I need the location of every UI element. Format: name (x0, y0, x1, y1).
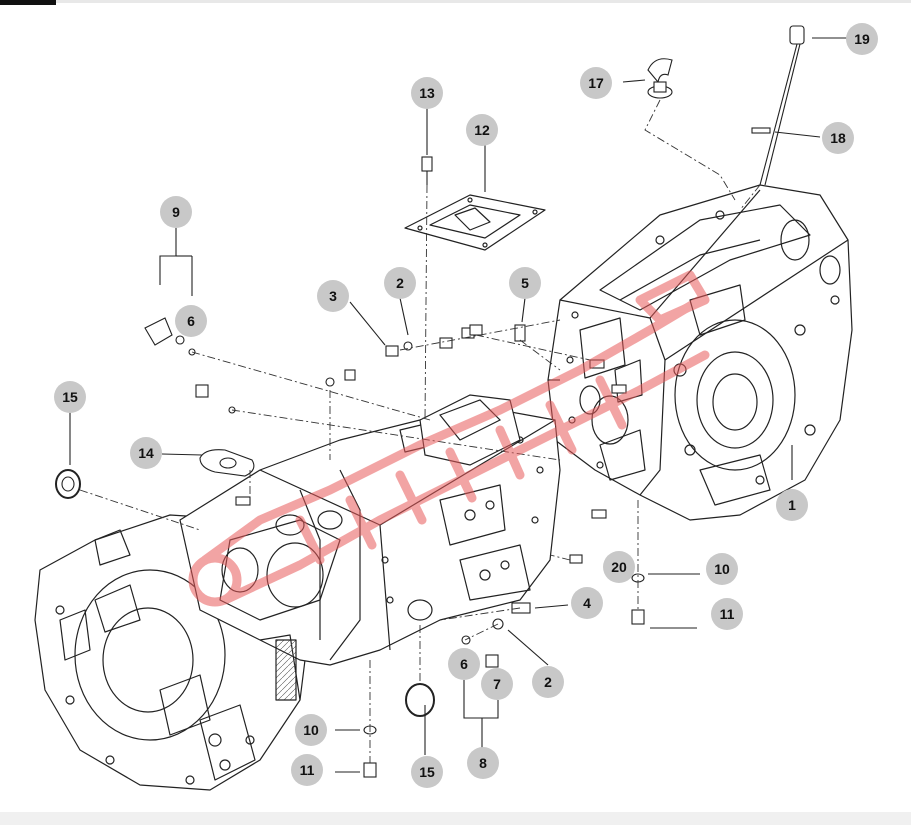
callout-c17: 17 (580, 67, 612, 99)
callout-circle (776, 489, 808, 521)
callout-label: 9 (172, 204, 180, 220)
callout-c9: 9 (160, 196, 192, 228)
callout-circle (571, 587, 603, 619)
callout-c7: 7 (481, 668, 513, 700)
callout-circle (291, 754, 323, 786)
watermark-stamp (188, 270, 710, 607)
rear-transmission-case (547, 184, 853, 521)
callout-label: 2 (396, 275, 404, 291)
callout-label: 2 (544, 674, 552, 690)
callout-c6a: 6 (175, 305, 207, 337)
callout-label: 11 (720, 606, 735, 622)
callout-circle (411, 77, 443, 109)
callout-circle (160, 196, 192, 228)
callout-label: 3 (329, 288, 337, 304)
callout-c2b: 2 (532, 666, 564, 698)
callout-circle (130, 437, 162, 469)
callout-c13: 13 (411, 77, 443, 109)
callout-circle (54, 381, 86, 413)
callout-label: 10 (714, 561, 730, 577)
callout-circle (467, 747, 499, 779)
callout-c14: 14 (130, 437, 162, 469)
callout-c19: 19 (846, 23, 878, 55)
callout-c18: 18 (822, 122, 854, 154)
callout-label: 14 (138, 445, 154, 461)
callout-circle (317, 280, 349, 312)
callout-label: 6 (187, 313, 195, 329)
callout-c11a: 11 (291, 754, 323, 786)
callout-c12: 12 (466, 114, 498, 146)
callout-label: 5 (521, 275, 529, 291)
callout-c15b: 15 (411, 756, 443, 788)
callout-circle (384, 267, 416, 299)
callout-circle (711, 598, 743, 630)
callout-circle (295, 714, 327, 746)
callout-circle (448, 648, 480, 680)
callout-c20: 20 (603, 551, 635, 583)
callout-c15a: 15 (54, 381, 86, 413)
callout-label: 13 (419, 85, 435, 101)
callout-label: 1 (788, 497, 796, 513)
callout-circle (580, 67, 612, 99)
callout-circle (846, 23, 878, 55)
top-left-mark (0, 0, 56, 5)
callout-circle (411, 756, 443, 788)
cover-plate (404, 194, 546, 251)
callout-label: 8 (479, 755, 487, 771)
callout-c11b: 11 (711, 598, 743, 630)
callout-label: 12 (474, 122, 490, 138)
callout-c6b: 6 (448, 648, 480, 680)
callout-label: 17 (588, 75, 604, 91)
callout-label: 7 (493, 676, 501, 692)
callout-label: 20 (611, 559, 627, 575)
callout-c10a: 10 (295, 714, 327, 746)
callout-circle (532, 666, 564, 698)
callout-c1: 1 (776, 489, 808, 521)
callout-label: 10 (303, 722, 319, 738)
callout-label: 15 (62, 389, 78, 405)
callout-label: 6 (460, 656, 468, 672)
callout-c8: 8 (467, 747, 499, 779)
callout-circle (481, 668, 513, 700)
callout-c10b: 10 (706, 553, 738, 585)
callout-circle (603, 551, 635, 583)
callout-label: 4 (583, 595, 591, 611)
top-border (0, 0, 911, 3)
callout-circle (706, 553, 738, 585)
callout-label: 19 (854, 31, 870, 47)
callout-label: 11 (300, 762, 315, 778)
callout-c3: 3 (317, 280, 349, 312)
bottom-band (0, 812, 911, 825)
assembly-lines (79, 99, 761, 763)
callout-circle (509, 267, 541, 299)
callout-c5: 5 (509, 267, 541, 299)
callout-label: 18 (830, 130, 846, 146)
callout-circle (822, 122, 854, 154)
callout-circle (466, 114, 498, 146)
callout-label: 15 (419, 764, 435, 780)
callout-c4: 4 (571, 587, 603, 619)
callout-c2a: 2 (384, 267, 416, 299)
leader-lines (69, 37, 848, 773)
callout-circle (175, 305, 207, 337)
